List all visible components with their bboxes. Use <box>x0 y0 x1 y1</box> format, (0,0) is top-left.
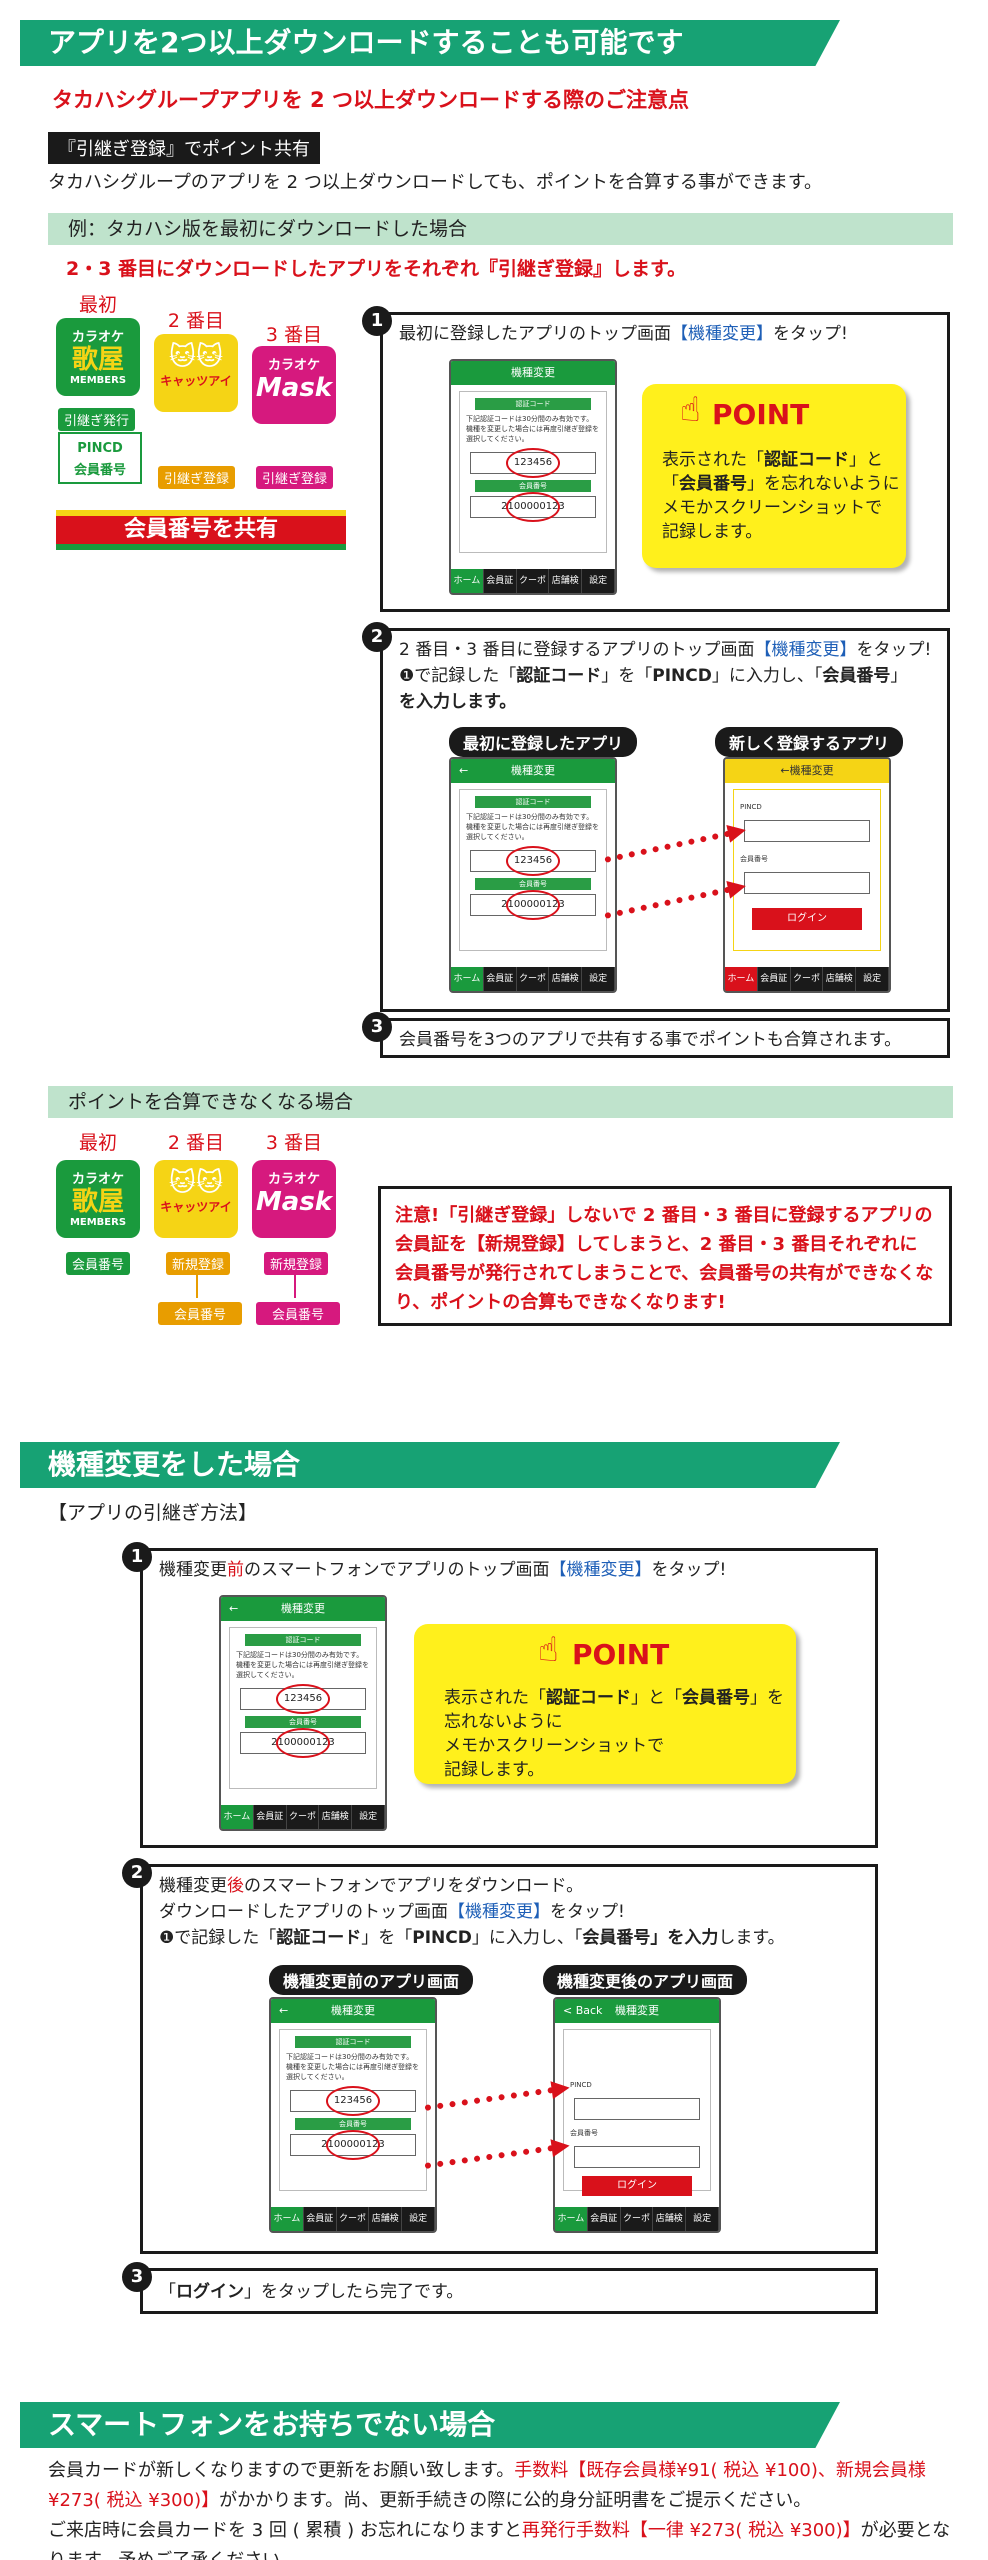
login-button-after[interactable]: ログイン <box>581 2176 693 2196</box>
fail-order-first: 最初 <box>78 1132 117 1154</box>
order-second: 2 番目 <box>167 310 225 332</box>
fail-member-tag: 会員番号 <box>66 1252 131 1275</box>
pill-first-app: 最初に登録したアプリ <box>449 727 638 757</box>
step-number-1: 1 <box>362 306 392 336</box>
section-banner-no-smartphone: スマートフォンをお持ちでない場合 <box>20 2402 840 2448</box>
multi-step-2: 2 番目・3 番目に登録するアプリのトップ画面【機種変更】をタップ! ❶で記録し… <box>380 628 950 1012</box>
arrow-code-to-pincd-2 <box>424 2086 555 2111</box>
multi-step-3: 会員番号を3つのアプリで共有する事でポイントも合算されます。 <box>380 1018 950 1058</box>
point-box-1: ☝ POINT 表示された「認証コード」と 「会員番号」を忘れないように メモか… <box>642 384 906 568</box>
phone-before-1: ←機種変更 認証コード 下記認証コードは30分間のみ有効です。機種を変更した場合… <box>219 1595 387 1831</box>
step-number-2: 2 <box>362 622 392 652</box>
new-member-tag-3: 会員番号 <box>256 1302 340 1325</box>
transfer-step-1: 機種変更前のスマートフォンでアプリのトップ画面【機種変更】をタップ! ←機種変更… <box>140 1548 878 1848</box>
example-note: 2・3 番目にダウンロードしたアプリをそれぞれ『引継ぎ登録』します。 <box>66 258 687 280</box>
no-smartphone-text: 会員カードが新しくなりますので更新をお願い致します。手数料【既存会員様¥91( … <box>48 2460 951 2560</box>
pill-after-app: 機種変更後のアプリ画面 <box>543 1965 748 1995</box>
transfer-method-sub: 【アプリの引継ぎ方法】 <box>48 1502 258 1524</box>
pointing-hand-icon: ☝ <box>538 1630 559 1670</box>
down-arrow-icon <box>294 1274 296 1298</box>
order-third: 3 番目 <box>265 324 323 346</box>
new-reg-tag-2: 新規登録 <box>166 1252 231 1275</box>
catseye-logo-2: 🐱🐱キャッツアイ <box>154 1160 238 1238</box>
example-bar: 例：タカハシ版を最初にダウンロードした場合 <box>48 213 953 245</box>
arrow-member-to-field-2 <box>424 2144 555 2169</box>
login-button[interactable]: ログイン <box>751 908 863 930</box>
transfer-step-2-text: 機種変更後のスマートフォンでアプリをダウンロード。 ダウンロードしたアプリのトッ… <box>159 1876 785 1948</box>
warning-box: 注意!「引継ぎ登録」しないで 2 番目・3 番目に登録するアプリの会員証を【新規… <box>378 1186 952 1326</box>
section-banner-model-change: 機種変更をした場合 <box>20 1442 840 1488</box>
arrow-member-to-field <box>604 886 731 919</box>
transfer-step-3: 「ログイン」をタップしたら完了です。 <box>140 2268 878 2314</box>
phone-step2-first: ←機種変更 認証コード 下記認証コードは30分間のみ有効です。機種を変更した場合… <box>449 757 617 993</box>
fail-order-third: 3 番目 <box>265 1132 323 1154</box>
arrow-code-to-pincd <box>604 830 731 863</box>
transfer-step-2: 機種変更後のスマートフォンでアプリをダウンロード。 ダウンロードしたアプリのトッ… <box>140 1864 878 2254</box>
hikitsugi-issue-tag: 引継ぎ発行 <box>58 408 136 431</box>
section-lead: タカハシグループアプリを 2 つ以上ダウンロードする際のご注意点 <box>52 88 689 112</box>
fail-order-second: 2 番目 <box>167 1132 225 1154</box>
fail-case-bar: ポイントを合算できなくなる場合 <box>48 1086 953 1118</box>
point-box-2: ☝ POINT 表示された「認証コード」と「会員番号」を忘れないように メモかス… <box>414 1624 796 1784</box>
member-no-input[interactable] <box>744 872 870 894</box>
member-input-after[interactable] <box>574 2146 700 2168</box>
transfer-step-number-2: 2 <box>122 1858 152 1888</box>
step-number-3: 3 <box>362 1012 392 1042</box>
multi-step-2-text: 2 番目・3 番目に登録するアプリのトップ画面【機種変更】をタップ! ❶で記録し… <box>399 640 932 712</box>
pill-before-app: 機種変更前のアプリ画面 <box>269 1965 474 1995</box>
order-first: 最初 <box>78 294 117 316</box>
point-share-label: 『引継ぎ登録』でポイント共有 <box>48 132 320 164</box>
auth-code-field: 123456 <box>470 448 596 478</box>
transfer-step-3-text: 「ログイン」をタップしたら完了です。 <box>159 2282 464 2302</box>
phone-before-2: ←機種変更 認証コード 下記認証コードは30分間のみ有効です。機種を変更した場合… <box>269 1997 437 2233</box>
phone-step2-new: ←機種変更 PINCD 会員番号 ログイン ホーム会員証クーポン店舗検索設定 <box>723 757 891 993</box>
pointing-hand-icon: ☝ <box>680 390 701 430</box>
phone-step1: 機種変更 認証コード 下記認証コードは30分間のみ有効です。機種を変更した場合に… <box>449 359 617 595</box>
new-member-tag-2: 会員番号 <box>158 1302 242 1325</box>
multi-step-1-text: 最初に登録したアプリのトップ画面【機種変更】をタップ! <box>399 324 848 344</box>
pill-new-app: 新しく登録するアプリ <box>715 727 904 757</box>
hikitsugi-tag-3: 引継ぎ登録 <box>256 466 334 489</box>
section-banner-multi-app: アプリを2つ以上ダウンロードすることも可能です <box>20 20 840 66</box>
multi-step-3-text: 会員番号を3つのアプリで共有する事でポイントも合算されます。 <box>399 1030 902 1050</box>
member-no-field: 2100000123 <box>470 492 596 522</box>
section-desc: タカハシグループのアプリを 2 つ以上ダウンロードしても、ポイントを合算する事が… <box>48 172 823 193</box>
new-reg-tag-3: 新規登録 <box>264 1252 329 1275</box>
warning-text: 注意!「引継ぎ登録」しないで 2 番目・3 番目に登録するアプリの会員証を【新規… <box>395 1205 934 1313</box>
catseye-logo: 🐱🐱キャッツアイ <box>154 334 238 412</box>
transfer-step-number-3: 3 <box>122 2262 152 2292</box>
share-member-bar: 会員番号を共有 <box>56 510 346 550</box>
transfer-step-1-text: 機種変更前のスマートフォンでアプリのトップ画面【機種変更】をタップ! <box>159 1560 727 1580</box>
pincd-input-after[interactable] <box>574 2098 700 2120</box>
pincd-input[interactable] <box>744 820 870 842</box>
down-arrow-icon <box>196 1274 198 1298</box>
transfer-step-number-1: 1 <box>122 1542 152 1572</box>
hikitsugi-tag-2: 引継ぎ登録 <box>158 466 236 489</box>
